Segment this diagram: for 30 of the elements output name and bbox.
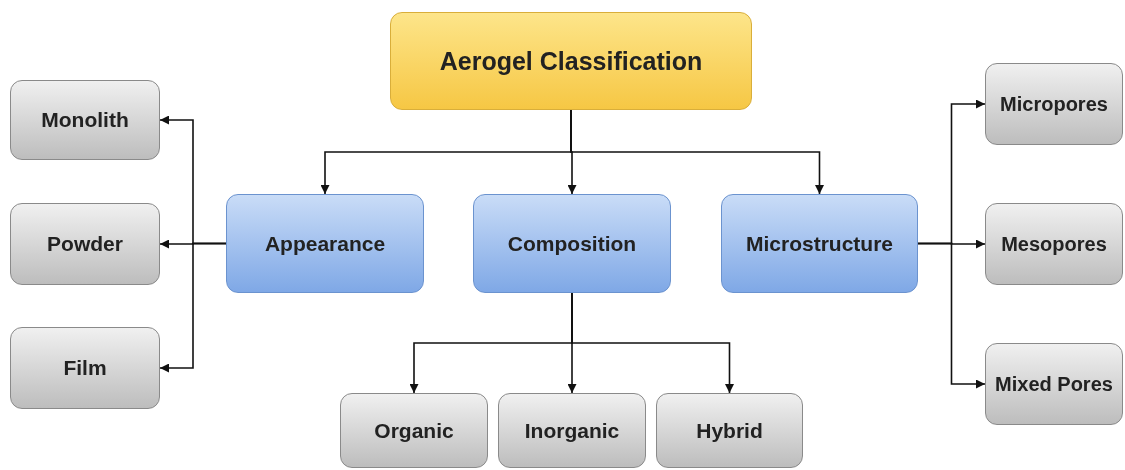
arrow [571,292,734,394]
arrow [159,242,227,373]
node-label: Film [63,355,107,382]
subcategory-box [340,393,488,468]
node-label: Microstructure [746,230,893,257]
category-box [226,194,424,293]
arrow [917,242,986,389]
node-label: Mixed Pores [995,372,1113,397]
node-label: Aerogel Classification [439,45,703,77]
subcategory-box [10,203,160,285]
node-label: Monolith [41,107,129,134]
node-label: Appearance [264,230,386,257]
title-box [390,12,752,110]
subcategory-box [985,203,1123,285]
subcategory-box [498,393,646,468]
node-label: Micropores [1000,92,1108,117]
subcategory-box [985,343,1123,425]
category-box [721,194,918,293]
node-label: Powder [47,231,123,258]
subcategory-box [10,80,160,160]
node-label: Composition [507,230,637,257]
node-label: Hybrid [696,417,763,444]
node-label: Organic [374,417,454,444]
category-box [473,194,671,293]
subcategory-box [985,63,1123,145]
subcategory-box [656,393,803,468]
node-label: Inorganic [524,417,620,444]
arrow [570,109,824,195]
subcategory-box [10,327,160,409]
node-label: Mesopores [1001,232,1107,257]
